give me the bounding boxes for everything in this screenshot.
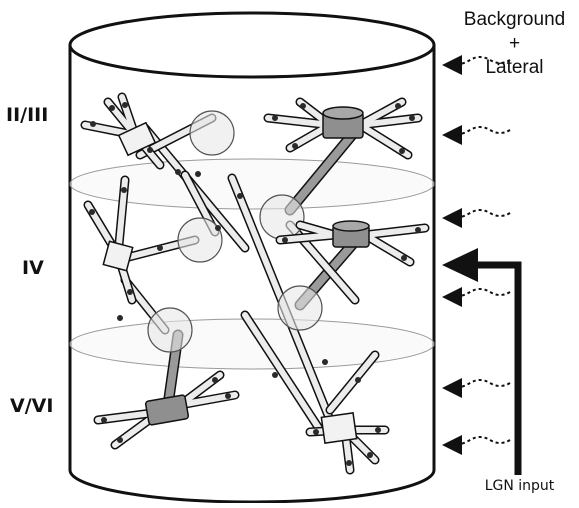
layer-label-iv: IV	[22, 257, 44, 279]
soma-middle-right	[332, 220, 370, 248]
background-label-line3: Lateral	[485, 57, 544, 78]
background-label-line1: Background	[463, 9, 566, 30]
neuron-somata	[102, 106, 370, 444]
background-lateral-label: Background + Lateral	[452, 8, 577, 80]
lgn-input-arrow	[442, 248, 522, 475]
lgn-input-label: LGN input	[484, 478, 555, 494]
soma-lower-left	[144, 394, 190, 426]
layer-label-ii-iii: II/III	[6, 104, 49, 126]
layer-label-v-vi: V/VI	[10, 395, 54, 417]
synapse-dots	[89, 102, 421, 466]
background-lateral-input-arrows	[442, 54, 511, 455]
soma-middle-left	[102, 240, 134, 272]
background-label-line2: +	[508, 33, 521, 54]
soma-upper-right	[322, 106, 364, 139]
soma-upper-left	[117, 121, 157, 157]
synapse-zones	[147, 110, 323, 353]
soma-lower-right	[320, 412, 358, 444]
